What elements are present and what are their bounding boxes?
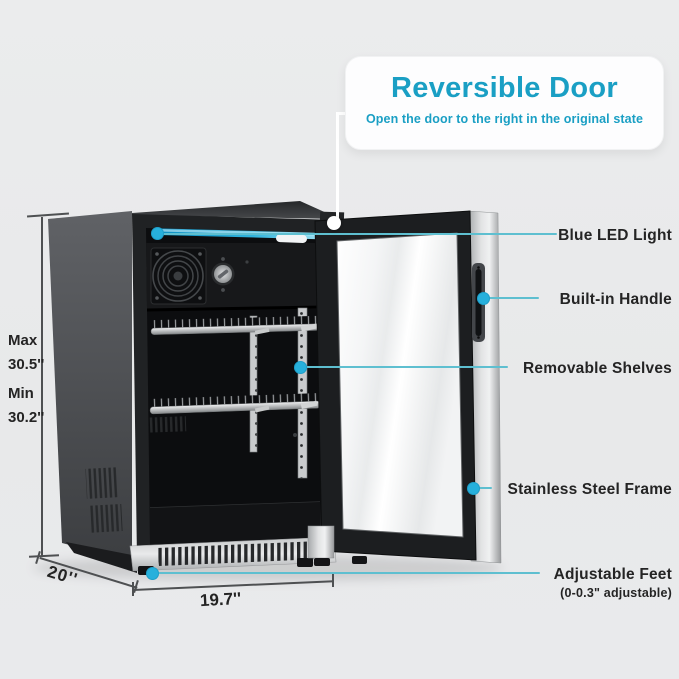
leveling-foot-right [297, 558, 313, 567]
pointer-line [162, 233, 557, 235]
height-min-value: 30.2'' [8, 409, 45, 426]
pointer-line [158, 572, 540, 574]
pointer-line [489, 297, 539, 299]
height-min-label: Min [8, 385, 34, 402]
width-tick-start [132, 582, 134, 596]
callout-title: Reversible Door [391, 72, 618, 104]
height-dimension-line [41, 217, 43, 557]
interior-vent [146, 416, 187, 433]
pointer-dot-icon [151, 227, 164, 240]
base [66, 536, 367, 575]
feature-label-stainless-steel-frame: Stainless Steel Frame [507, 481, 672, 498]
height-max-value: 30.5'' [8, 356, 45, 373]
feature-label-adjustable-feet: Adjustable Feet (0-0.3" adjustable) [554, 566, 672, 600]
feature-label-built-in-handle: Built-in Handle [559, 291, 672, 308]
shelf-rail-middle [249, 315, 258, 453]
interior [146, 228, 324, 546]
kickplate-grille [157, 541, 321, 566]
thermostat-dial [211, 257, 249, 292]
adjustable-feet-text: Adjustable Feet [553, 566, 672, 583]
pointer-line [478, 487, 492, 489]
wire-shelf-upper [150, 315, 320, 335]
pointer-dot-icon [477, 292, 490, 305]
width-tick-end [332, 573, 334, 587]
height-max-label: Max [8, 332, 38, 349]
adjustable-feet-note: (0-0.3" adjustable) [560, 586, 672, 600]
callout-connector-stub [336, 112, 348, 115]
shelf-rail-right [297, 307, 308, 479]
pointer-dot-icon [294, 361, 307, 374]
pointer-dot-icon [146, 567, 159, 580]
wire-shelf-lower [149, 393, 321, 415]
callout-card: Reversible Door Open the door to the rig… [345, 56, 664, 150]
pointer-dot-icon [467, 482, 480, 495]
callout-anchor-dot-icon [327, 216, 341, 230]
cooling-fan [150, 247, 207, 305]
bottom-hinge [307, 525, 335, 559]
feature-label-blue-led-light: Blue LED Light [558, 227, 672, 244]
bottom-hinge-foot [314, 558, 330, 566]
side-vent-grille [85, 467, 123, 533]
underbody [66, 542, 137, 573]
pointer-line [306, 366, 508, 368]
width-value: 19.7'' [199, 588, 242, 611]
led-lamp-cover [275, 234, 307, 243]
glass-door [307, 210, 502, 566]
interior-floor [150, 502, 320, 546]
callout-subtitle: Open the door to the right in the origin… [365, 112, 644, 126]
callout-connector-line [336, 112, 339, 224]
leveling-foot-door [352, 556, 367, 564]
feature-label-removable-shelves: Removable Shelves [522, 360, 672, 377]
door-glass [336, 232, 464, 538]
